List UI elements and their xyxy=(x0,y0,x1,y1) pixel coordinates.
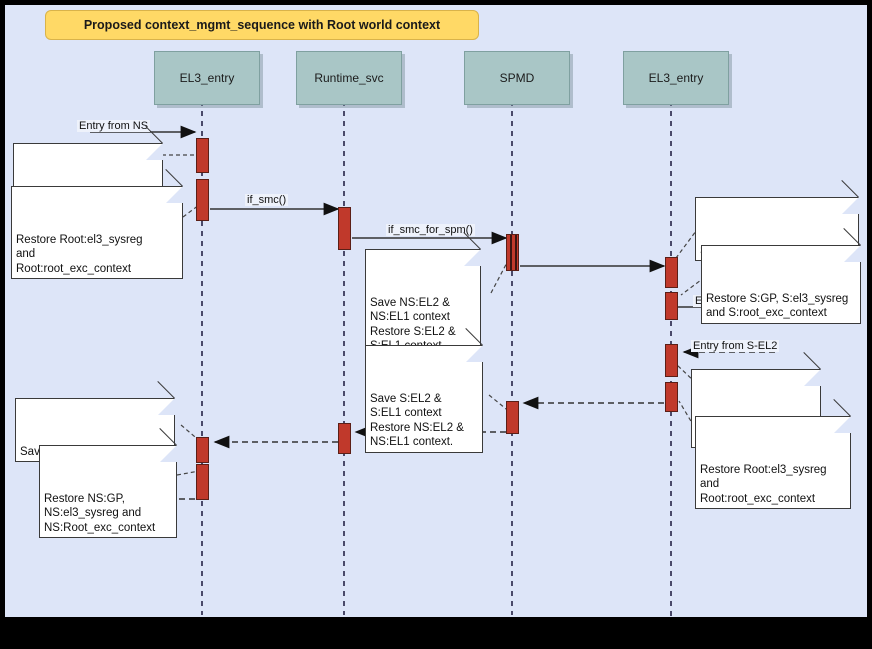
activation-el3-right-2[interactable] xyxy=(665,292,678,320)
activation-runtime-2[interactable] xyxy=(338,423,351,454)
activation-el3-right-3[interactable] xyxy=(665,344,678,377)
activation-el3-left-1[interactable] xyxy=(196,138,209,173)
note-fold-icon xyxy=(464,249,481,266)
note-text: Restore Root:el3_sysreg and Root:root_ex… xyxy=(700,463,827,505)
note-fold-icon xyxy=(466,345,483,362)
note-text: Restore NS:GP, NS:el3_sysreg and NS:Root… xyxy=(44,492,156,534)
activation-el3-left-4[interactable] xyxy=(196,464,209,500)
activation-el3-right-4[interactable] xyxy=(665,382,678,412)
note-fold-icon xyxy=(158,398,175,415)
message-label-if-smc: if_smc() xyxy=(245,194,289,206)
note-fold-icon xyxy=(804,369,821,386)
participant-label: Runtime_svc xyxy=(314,71,384,85)
note-restore-s-gp: Restore S:GP, S:el3_sysreg and S:root_ex… xyxy=(701,228,861,324)
note-fold-icon xyxy=(834,416,851,433)
activation-el3-left-2[interactable] xyxy=(196,179,209,221)
note-fold-icon xyxy=(842,197,859,214)
message-label-if-smc-for-spm: if_smc_for_spm() xyxy=(386,224,475,236)
note-restore-ns-gp: Restore NS:GP, NS:el3_sysreg and NS:Root… xyxy=(39,428,177,538)
note-restore-root-el3-sysreg: Restore Root:el3_sysreg and Root:root_ex… xyxy=(11,169,183,279)
note-fold-icon xyxy=(160,445,177,462)
diagram-frame: Proposed context_mgmt_sequence with Root… xyxy=(4,4,868,619)
note-fold-icon xyxy=(166,186,183,203)
note-fold-icon xyxy=(146,143,163,160)
note-save-s-el2-restore-ns-el2: Save S:EL2 & S:EL1 context Restore NS:EL… xyxy=(365,328,483,453)
participant-label: SPMD xyxy=(499,71,535,85)
note-restore-root-el3-sysreg-right: Restore Root:el3_sysreg and Root:root_ex… xyxy=(695,399,851,509)
participant-label: EL3_entry xyxy=(179,71,235,85)
message-label-entry-from-ns: Entry from NS xyxy=(77,120,151,132)
activation-runtime-1[interactable] xyxy=(338,207,351,250)
note-text: Restore S:GP, S:el3_sysreg and S:root_ex… xyxy=(706,292,849,320)
participant-label: EL3_entry xyxy=(648,71,704,85)
participant-el3-entry-left[interactable]: EL3_entry xyxy=(154,51,260,105)
note-text: Save NS:EL2 & NS:EL1 context Restore S:E… xyxy=(370,296,456,353)
message-label-entry-from-s-el2: Entry from S-EL2 xyxy=(691,340,780,352)
participant-spmd[interactable]: SPMD xyxy=(464,51,570,105)
note-text: Restore Root:el3_sysreg and Root:root_ex… xyxy=(16,233,143,275)
activation-el3-right-1[interactable] xyxy=(665,257,678,288)
participant-runtime-svc[interactable]: Runtime_svc xyxy=(296,51,402,105)
note-save-ns-el2-restore-s-el2: Save NS:EL2 & NS:EL1 context Restore S:E… xyxy=(365,232,481,357)
activation-spmd-2[interactable] xyxy=(506,401,519,434)
activation-spmd-1[interactable] xyxy=(506,234,519,271)
activation-el3-left-3[interactable] xyxy=(196,437,209,463)
diagram-title-banner: Proposed context_mgmt_sequence with Root… xyxy=(45,10,479,40)
page-title: Proposed context_mgmt_sequence with Root… xyxy=(83,18,441,32)
note-fold-icon xyxy=(844,245,861,262)
participant-el3-entry-right[interactable]: EL3_entry xyxy=(623,51,729,105)
note-text: Save S:EL2 & S:EL1 context Restore NS:EL… xyxy=(370,392,464,449)
